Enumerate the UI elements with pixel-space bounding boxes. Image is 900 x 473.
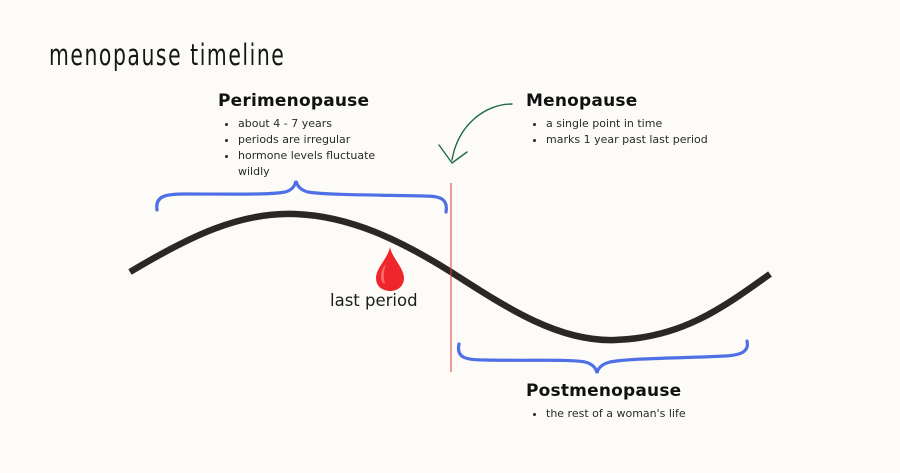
- menopause-section: Menopause a single point in time marks 1…: [526, 91, 766, 148]
- bullet-item: about 4 - 7 years: [238, 116, 398, 132]
- hormone-curve: [128, 210, 772, 344]
- bullet-item: the rest of a woman's life: [546, 406, 766, 422]
- perimenopause-brace: [155, 180, 448, 214]
- last-period-label: last period: [330, 291, 418, 310]
- bullet-item: periods are irregular: [238, 132, 398, 148]
- perimenopause-section: Perimenopause about 4 - 7 years periods …: [218, 91, 398, 180]
- page-title: menopause timeline: [49, 38, 286, 72]
- bullet-item: hormone levels fluctuate wildly: [238, 148, 398, 180]
- bullet-item: a single point in time: [546, 116, 766, 132]
- postmenopause-brace: [456, 339, 749, 374]
- curved-arrow-icon: [438, 103, 513, 164]
- blood-drop-icon: [376, 247, 404, 291]
- menopause-heading: Menopause: [526, 91, 638, 111]
- postmenopause-heading: Postmenopause: [526, 381, 682, 401]
- perimenopause-bullets: about 4 - 7 years periods are irregular …: [218, 116, 398, 180]
- postmenopause-bullets: the rest of a woman's life: [526, 406, 766, 422]
- menopause-bullets: a single point in time marks 1 year past…: [526, 116, 766, 148]
- postmenopause-section: Postmenopause the rest of a woman's life: [526, 381, 766, 422]
- perimenopause-heading: Perimenopause: [218, 91, 370, 111]
- bullet-item: marks 1 year past last period: [546, 132, 766, 148]
